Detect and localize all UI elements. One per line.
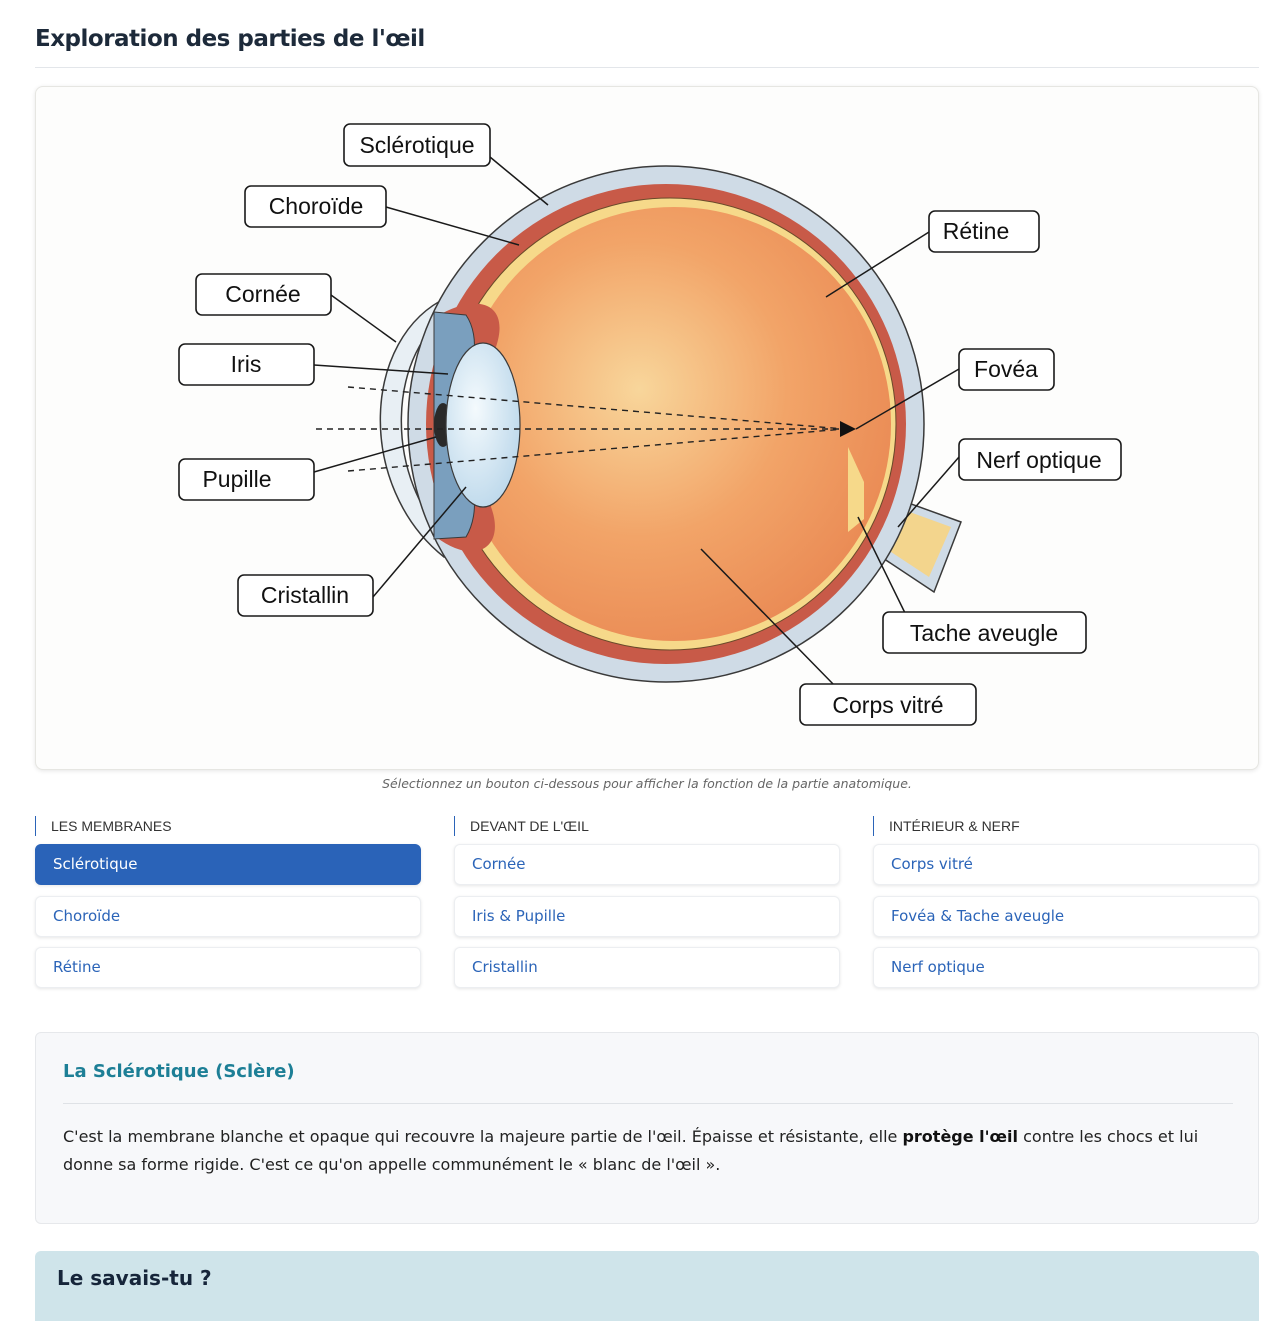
group-header-interieur: INTÉRIEUR & NERF [873, 816, 1020, 836]
eye-diagram-card: Sclérotique Choroïde Cornée Iris Pupille… [35, 86, 1259, 770]
label-nerf-optique: Nerf optique [976, 447, 1101, 473]
label-sclerotique: Sclérotique [359, 132, 474, 158]
vitreous-body [457, 207, 891, 641]
eye-diagram: Sclérotique Choroïde Cornée Iris Pupille… [178, 123, 1122, 726]
label-box-cornee [195, 273, 332, 316]
label-tache-aveugle: Tache aveugle [910, 620, 1058, 646]
page-title: Exploration des parties de l'œil [35, 26, 425, 52]
label-box-choroide [244, 185, 387, 228]
label-box-nerf-optique [958, 438, 1122, 481]
info-title: La Sclérotique (Sclère) [63, 1061, 295, 1082]
label-corps-vitre: Corps vitré [832, 692, 943, 718]
label-pupille: Pupille [202, 466, 271, 492]
button-sclerotique[interactable]: Sclérotique [35, 844, 421, 885]
label-box-sclerotique [343, 123, 491, 167]
info-text-bold: protège l'œil [902, 1127, 1019, 1146]
button-corps-vitre[interactable]: Corps vitré [873, 844, 1259, 885]
label-box-fovea [958, 348, 1055, 391]
button-iris-pupille[interactable]: Iris & Pupille [454, 896, 840, 937]
label-box-tache-aveugle [882, 611, 1087, 654]
diagram-caption: Sélectionnez un bouton ci-dessous pour a… [382, 776, 912, 791]
label-fovea: Fovéa [974, 356, 1038, 382]
label-box-cristallin [237, 574, 374, 617]
label-cornee: Cornée [225, 281, 300, 307]
info-divider [63, 1103, 1233, 1104]
info-text-start: C'est la membrane blanche et opaque qui … [63, 1127, 903, 1146]
label-box-pupille [178, 458, 315, 501]
label-box-retine [928, 210, 1040, 253]
label-box-iris [178, 343, 315, 386]
title-divider [35, 67, 1259, 68]
info-panel: La Sclérotique (Sclère) C'est la membran… [35, 1032, 1259, 1224]
label-box-corps-vitre [799, 683, 977, 726]
info-text-end: contre les chocs et lui donne sa forme r… [63, 1127, 1199, 1174]
focus-arrowhead [840, 421, 856, 437]
label-choroide: Choroïde [269, 193, 364, 219]
button-retine[interactable]: Rétine [35, 947, 421, 988]
group-header-membranes: LES MEMBRANES [35, 816, 172, 836]
did-you-know-panel: Le savais-tu ? [35, 1251, 1259, 1321]
label-cristallin: Cristallin [261, 582, 349, 608]
button-fovea-tache[interactable]: Fovéa & Tache aveugle [873, 896, 1259, 937]
info-description: C'est la membrane blanche et opaque qui … [63, 1123, 1238, 1179]
button-cristallin[interactable]: Cristallin [454, 947, 840, 988]
button-choroide[interactable]: Choroïde [35, 896, 421, 937]
group-header-devant: DEVANT DE L'ŒIL [454, 816, 589, 836]
label-retine: Rétine [943, 218, 1009, 244]
did-you-know-title: Le savais-tu ? [57, 1266, 212, 1290]
button-cornee[interactable]: Cornée [454, 844, 840, 885]
lens [445, 342, 521, 508]
button-nerf-optique[interactable]: Nerf optique [873, 947, 1259, 988]
label-iris: Iris [231, 351, 262, 377]
